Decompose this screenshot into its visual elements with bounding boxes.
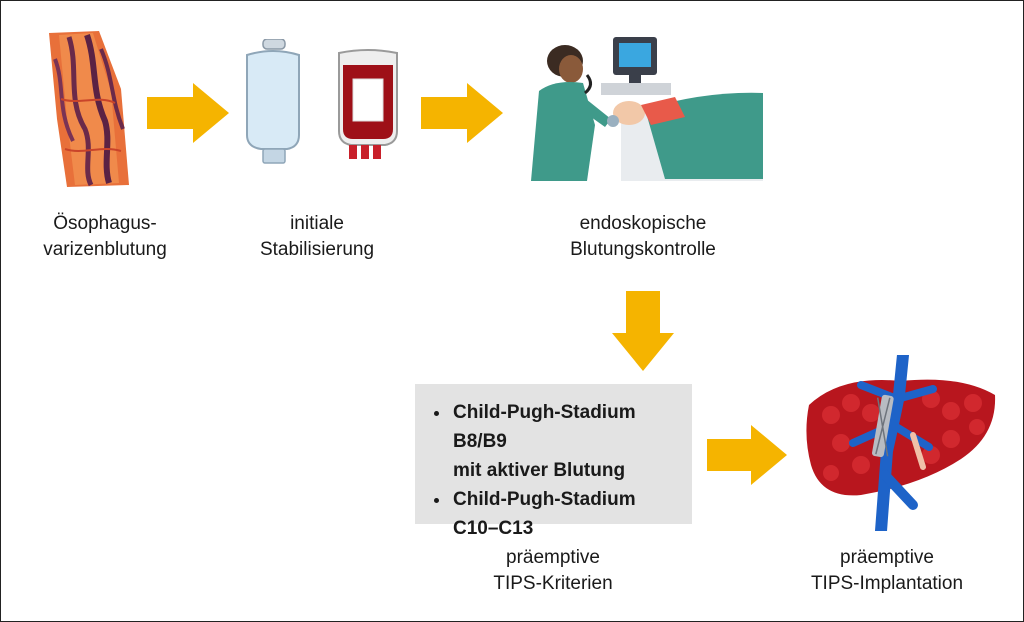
label-line: Stabilisierung xyxy=(259,239,375,260)
criteria-line: Child-Pugh-Stadium B8/B9 xyxy=(453,402,636,452)
label-line: TIPS-Implantation xyxy=(810,573,964,594)
criteria-line: C10–C13 xyxy=(453,518,534,539)
label-line: präemptive xyxy=(506,547,600,568)
criteria-item: Child-Pugh-Stadium C10–C13 xyxy=(451,485,692,543)
criteria-item: Child-Pugh-Stadium B8/B9 mit aktiver Blu… xyxy=(451,398,692,485)
criteria-line: Child-Pugh-Stadium xyxy=(453,489,636,510)
step-label-esophageal-bleeding: Ösophagus- varizenblutung xyxy=(0,211,215,263)
esophageal-varices-icon xyxy=(49,31,129,187)
result-label-tips-implantation: präemptive TIPS-Implantation xyxy=(777,545,997,597)
liver-tips-icon xyxy=(806,355,996,531)
criteria-box: Child-Pugh-Stadium B8/B9 mit aktiver Blu… xyxy=(415,384,692,539)
step-label-initial-stabilization: initiale Stabilisierung xyxy=(207,211,427,263)
arrow-right-icon xyxy=(147,83,229,143)
arrow-down-icon xyxy=(612,291,674,371)
endoscopy-scene-icon xyxy=(531,37,763,181)
arrow-right-icon xyxy=(421,83,503,143)
criteria-caption: präemptive TIPS-Kriterien xyxy=(443,545,663,597)
label-line: Ösophagus- xyxy=(53,213,157,234)
label-line: endoskopische xyxy=(579,213,707,234)
label-line: präemptive xyxy=(840,547,934,568)
arrow-right-icon xyxy=(707,425,787,485)
label-line: varizenblutung xyxy=(43,239,167,260)
criteria-list: Child-Pugh-Stadium B8/B9 mit aktiver Blu… xyxy=(415,384,692,543)
infusion-bags-icon xyxy=(246,39,398,164)
label-line: initiale xyxy=(290,213,344,234)
step-label-endoscopic-control: endoskopische Blutungskontrolle xyxy=(533,211,753,263)
label-line: Blutungskontrolle xyxy=(570,239,716,260)
label-line: TIPS-Kriterien xyxy=(493,573,613,594)
criteria-line: mit aktiver Blutung xyxy=(453,460,626,481)
